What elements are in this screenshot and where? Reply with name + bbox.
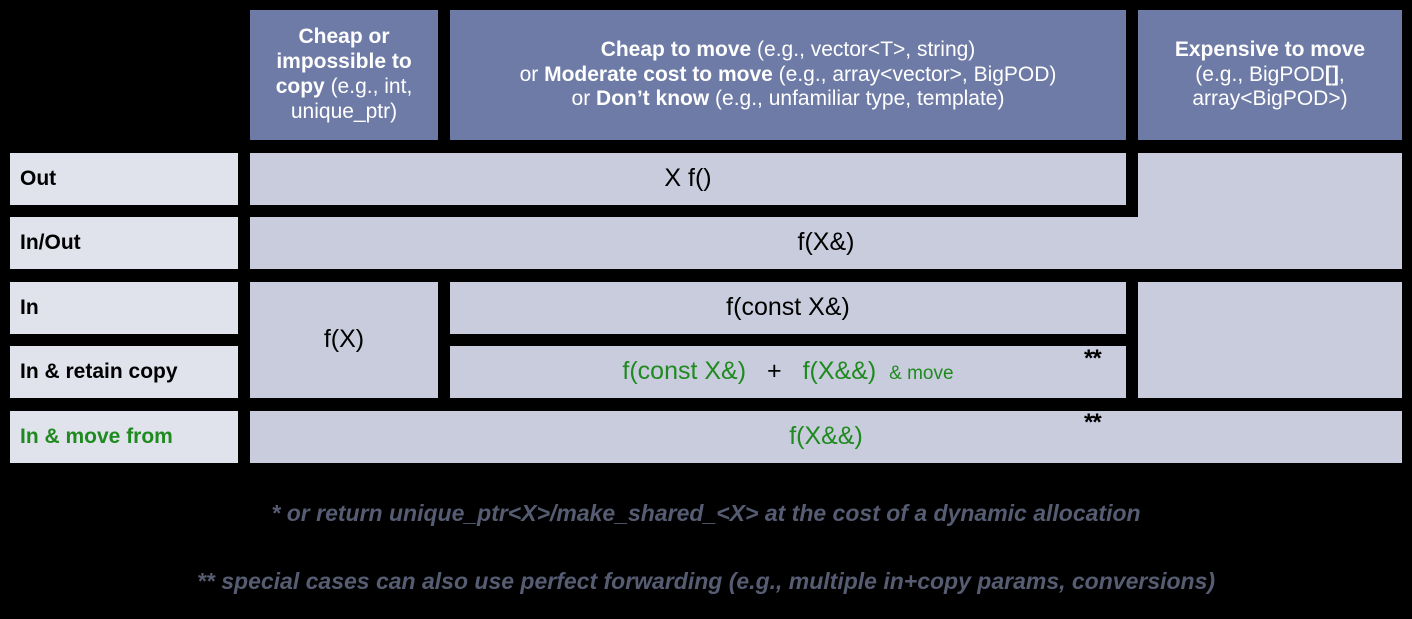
header-cheap-or-impossible-to-copy: Cheap or impossible to copy (e.g., int, … — [250, 10, 438, 140]
row-label-text: Out — [20, 166, 57, 190]
retain-part-2: f(X&&) — [802, 357, 877, 386]
header-line: (e.g., BigPOD[], — [1195, 62, 1345, 86]
cell-out-x-f: X f() — [250, 153, 1126, 205]
header-line: array<BigPOD>) — [1192, 87, 1348, 111]
header-line: impossible to — [276, 50, 412, 74]
cell-text: f(const X&) + f(X&&) & move — [622, 357, 953, 387]
footnote-marker-move-from: ** — [1084, 409, 1102, 436]
cell-text: f(const X&) — [726, 293, 850, 322]
cell-retain-expensive-empty — [1138, 282, 1402, 398]
footnote-single-star: * or return unique_ptr<X>/make_shared_<X… — [271, 500, 1141, 526]
row-label-text: In/Out — [20, 230, 81, 254]
row-label-in-move-from: In & move from — [10, 411, 238, 463]
cell-in-retain-copy-composite: f(const X&) + f(X&&) & move — [450, 346, 1126, 398]
cell-in-out-f-xref: f(X&) — [250, 217, 1402, 269]
header-corner-blank — [10, 10, 238, 140]
row-label-text: In & retain copy — [20, 359, 178, 383]
header-line: or Don’t know (e.g., unfamiliar type, te… — [571, 87, 1005, 111]
row-label-in-retain-copy: In & retain copy — [10, 346, 238, 398]
cell-text: f(X&) — [797, 228, 855, 257]
cell-in-f-const-xref: f(const X&) — [450, 282, 1126, 334]
retain-part-1: f(const X&) — [622, 357, 747, 386]
header-line: Cheap to move (e.g., vector<T>, string) — [600, 37, 976, 61]
header-line: unique_ptr) — [290, 99, 398, 123]
cell-text: f(X&&) — [789, 422, 863, 451]
header-line: copy (e.g., int, — [275, 75, 413, 98]
retain-suffix: & move — [889, 363, 954, 385]
row-label-out: Out — [10, 153, 238, 205]
row-label-text: In — [20, 295, 39, 319]
row-label-in-out: In/Out — [10, 217, 238, 269]
footnote-double-star: ** special cases can also use perfect fo… — [196, 568, 1216, 594]
header-line: or Moderate cost to move (e.g., array<ve… — [519, 62, 1057, 86]
retain-plus: + — [767, 357, 782, 386]
cell-text: X f() — [664, 164, 712, 193]
header-expensive-to-move: Expensive to move (e.g., BigPOD[], array… — [1138, 10, 1402, 140]
cell-in-move-from-f-xrr: f(X&&) — [250, 411, 1402, 463]
header-line: Cheap or — [298, 25, 390, 49]
row-label-in: In — [10, 282, 238, 334]
header-line: Expensive to move — [1174, 37, 1366, 61]
cell-text: f(X) — [323, 325, 365, 354]
footnote-marker-retain: ** — [1084, 345, 1102, 372]
cell-out-expensive-empty — [1138, 153, 1402, 217]
row-label-text: In & move from — [20, 424, 173, 448]
cell-in-f-x-merged: f(X) — [250, 282, 438, 398]
header-cheap-to-move: Cheap to move (e.g., vector<T>, string) … — [450, 10, 1126, 140]
